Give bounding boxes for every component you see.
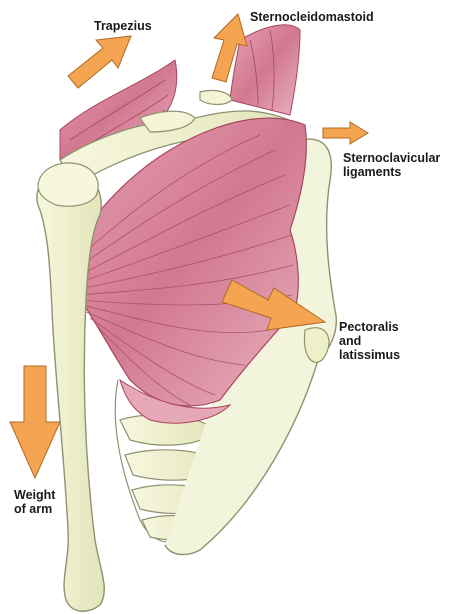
trapezius-label: Trapezius [94,19,152,33]
pectoralis-label-line-1: Pectoralis [339,320,400,334]
trapezius-label-text: Trapezius [94,19,152,33]
humeral-head [38,163,98,206]
sternoclavicular-label-line-2: ligaments [343,165,440,179]
weight-of-arm-label: Weight of arm [14,488,55,516]
xiphoid [304,328,328,363]
pectoralis-label-line-3: latissimus [339,348,400,362]
pectoralis-label-line-2: and [339,334,400,348]
weight-label-line-2: of arm [14,502,55,516]
humerus-bone [37,163,104,611]
sternocleidomastoid-label: Sternocleidomastoid [250,10,374,24]
sternoclavicular-arrow [323,122,368,144]
sternocleidomastoid-label-text: Sternocleidomastoid [250,10,374,24]
sternoclavicular-label: Sternoclavicular ligaments [343,151,440,179]
sternoclavicular-label-line-1: Sternoclavicular [343,151,440,165]
pectoralis-label: Pectoralis and latissimus [339,320,400,362]
sc-joint [200,90,232,104]
weight-label-line-1: Weight [14,488,55,502]
weight-arrow [10,366,60,478]
trapezius-arrow [68,36,131,88]
